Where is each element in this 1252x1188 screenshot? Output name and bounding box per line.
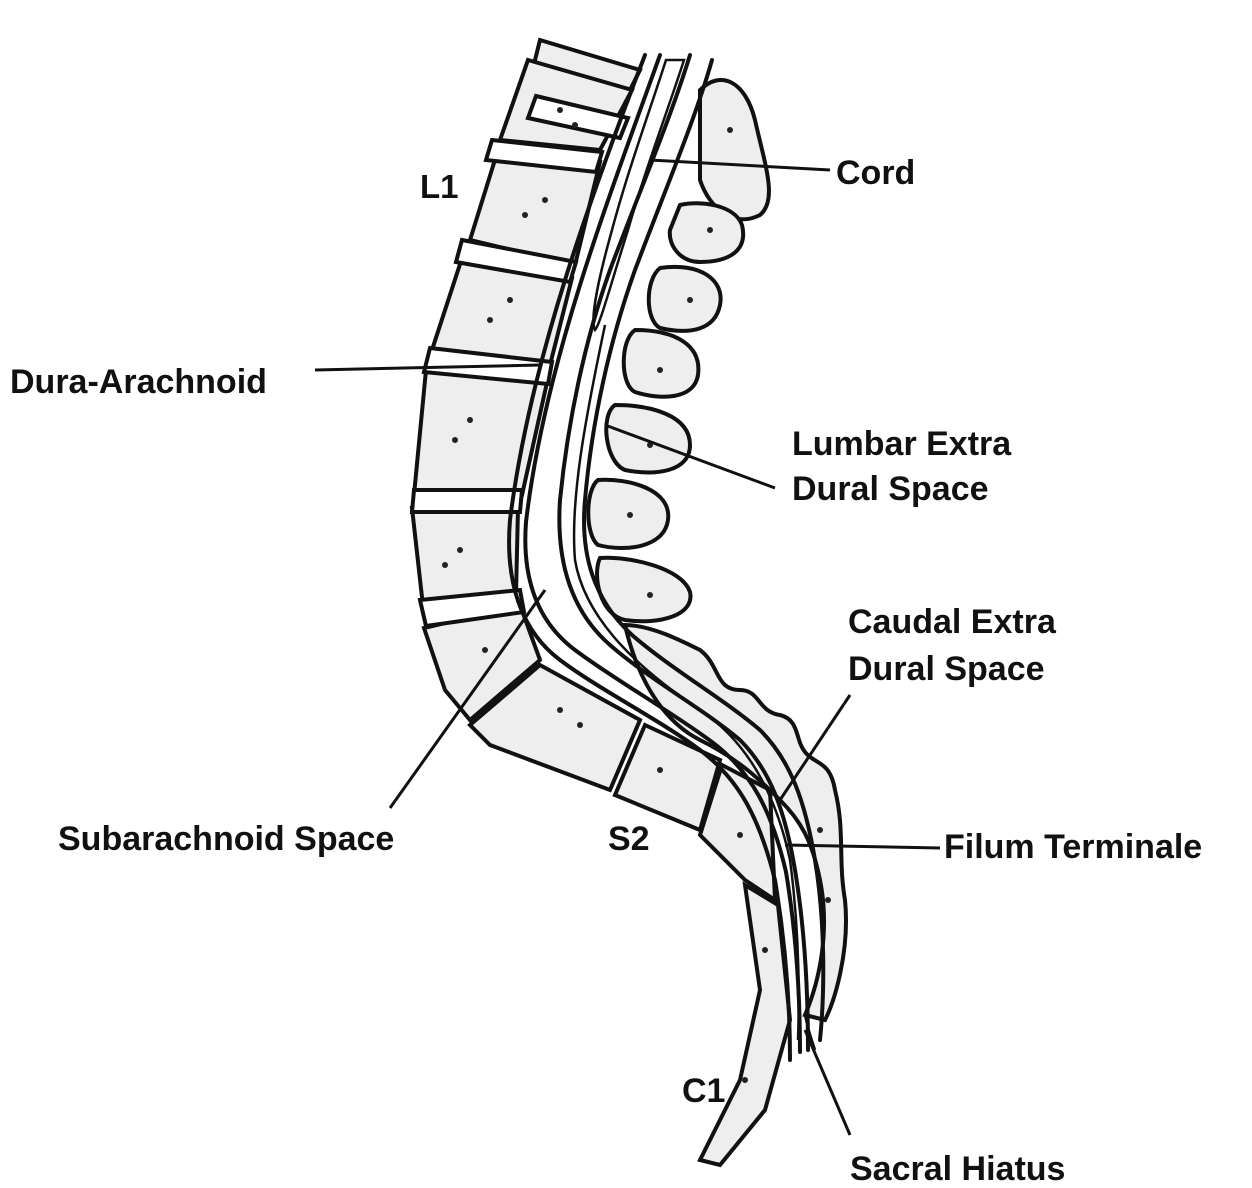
speck: [817, 827, 823, 833]
spinous-process-3: [649, 267, 721, 331]
label-s2: S2: [608, 820, 650, 858]
speck: [727, 127, 733, 133]
speck: [657, 367, 663, 373]
label-c1: C1: [682, 1072, 725, 1110]
spinous-process-4: [624, 330, 699, 397]
speck: [825, 897, 831, 903]
speck: [762, 947, 768, 953]
leader-lines: [315, 160, 940, 1135]
coccyx: [700, 885, 790, 1165]
speck: [557, 707, 563, 713]
speck: [467, 417, 473, 423]
sacral-hiatus-leader: [805, 1030, 850, 1135]
disc-l4-l5: [412, 490, 522, 512]
speck: [542, 197, 548, 203]
speck: [557, 107, 563, 113]
label-dura-arachnoid: Dura-Arachnoid: [10, 363, 267, 401]
label-sacral-hiatus: Sacral Hiatus: [850, 1150, 1065, 1188]
label-filum-terminale: Filum Terminale: [944, 828, 1202, 866]
speck: [482, 647, 488, 653]
spinous-process-5: [606, 405, 690, 472]
label-l1: L1: [420, 168, 459, 205]
speck: [522, 212, 528, 218]
speck: [452, 437, 458, 443]
speck: [627, 512, 633, 518]
speck: [457, 547, 463, 553]
speck: [742, 1077, 748, 1083]
label-subarachnoid-space: Subarachnoid Space: [58, 820, 394, 858]
spinous-process-2: [670, 203, 743, 262]
speck: [577, 722, 583, 728]
vertebral-body-l4: [414, 370, 548, 495]
label-lumbar-extra-dural-1: Lumbar Extra: [792, 425, 1012, 463]
speck: [707, 227, 713, 233]
speck: [572, 122, 578, 128]
label-cord: Cord: [836, 154, 915, 192]
speck: [442, 562, 448, 568]
spinous-process-1: [700, 80, 769, 219]
speck: [647, 592, 653, 598]
speck: [487, 317, 493, 323]
speck: [737, 832, 743, 838]
speck: [507, 297, 513, 303]
speck: [687, 297, 693, 303]
label-caudal-extra-dural-1: Caudal Extra: [848, 603, 1057, 641]
filum-terminale-leader: [785, 845, 940, 848]
label-caudal-extra-dural-2: Dural Space: [848, 650, 1045, 688]
speck: [657, 767, 663, 773]
label-lumbar-extra-dural-2: Dural Space: [792, 470, 989, 508]
